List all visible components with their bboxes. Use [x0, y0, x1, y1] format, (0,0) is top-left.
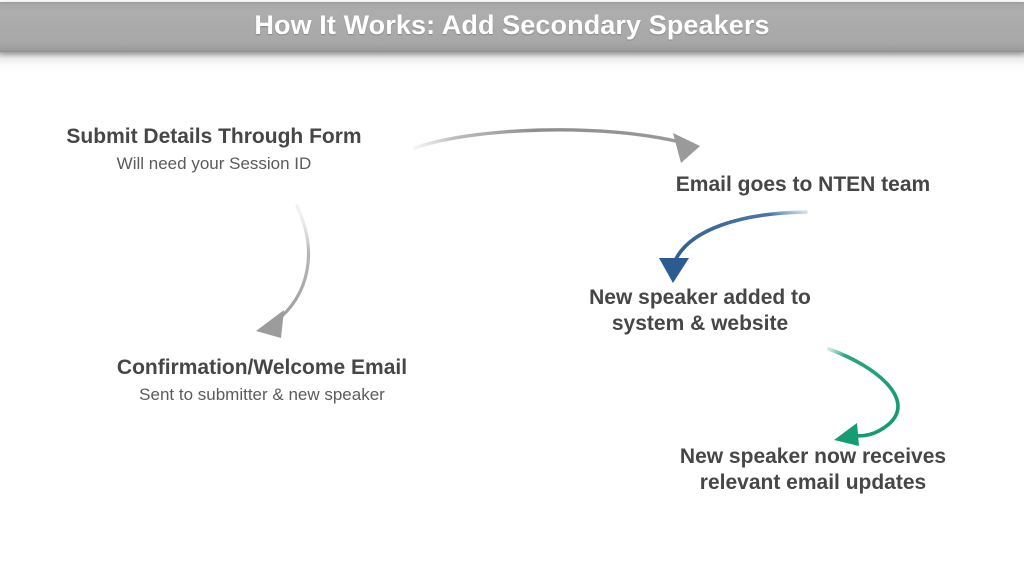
flow-node-submit-details-subtext: Will need your Session ID [116, 154, 312, 173]
flow-node-speaker-added: New speaker added to system & website [540, 285, 860, 337]
arrow-submit-to-nten [413, 128, 700, 163]
flow-node-email-to-nten-heading: Email goes to NTEN team [675, 173, 931, 196]
banner-shadow [0, 52, 1024, 74]
arrow-nten-to-added [659, 210, 808, 283]
flow-node-speaker-receives-updates-heading: New speaker now receives relevant email … [679, 445, 947, 494]
flow-node-speaker-added-heading: New speaker added to system & website [589, 286, 811, 335]
flow-node-submit-details: Submit Details Through Form Will need yo… [14, 124, 414, 175]
flow-node-speaker-receives-updates: New speaker now receives relevant email … [618, 444, 1008, 496]
flow-node-confirmation-email-subtext: Sent to submitter & new speaker [139, 385, 385, 404]
flow-node-confirmation-email-heading: Confirmation/Welcome Email [116, 356, 408, 379]
flow-node-confirmation-email: Confirmation/Welcome Email Sent to submi… [52, 355, 472, 406]
page-title: How It Works: Add Secondary Speakers [254, 10, 770, 40]
flow-node-email-to-nten: Email goes to NTEN team [620, 172, 986, 198]
arrow-submit-to-confirmation [256, 204, 311, 338]
flow-node-submit-details-heading: Submit Details Through Form [66, 125, 362, 148]
title-banner [0, 2, 1024, 52]
arrow-added-to-receives [827, 347, 900, 446]
